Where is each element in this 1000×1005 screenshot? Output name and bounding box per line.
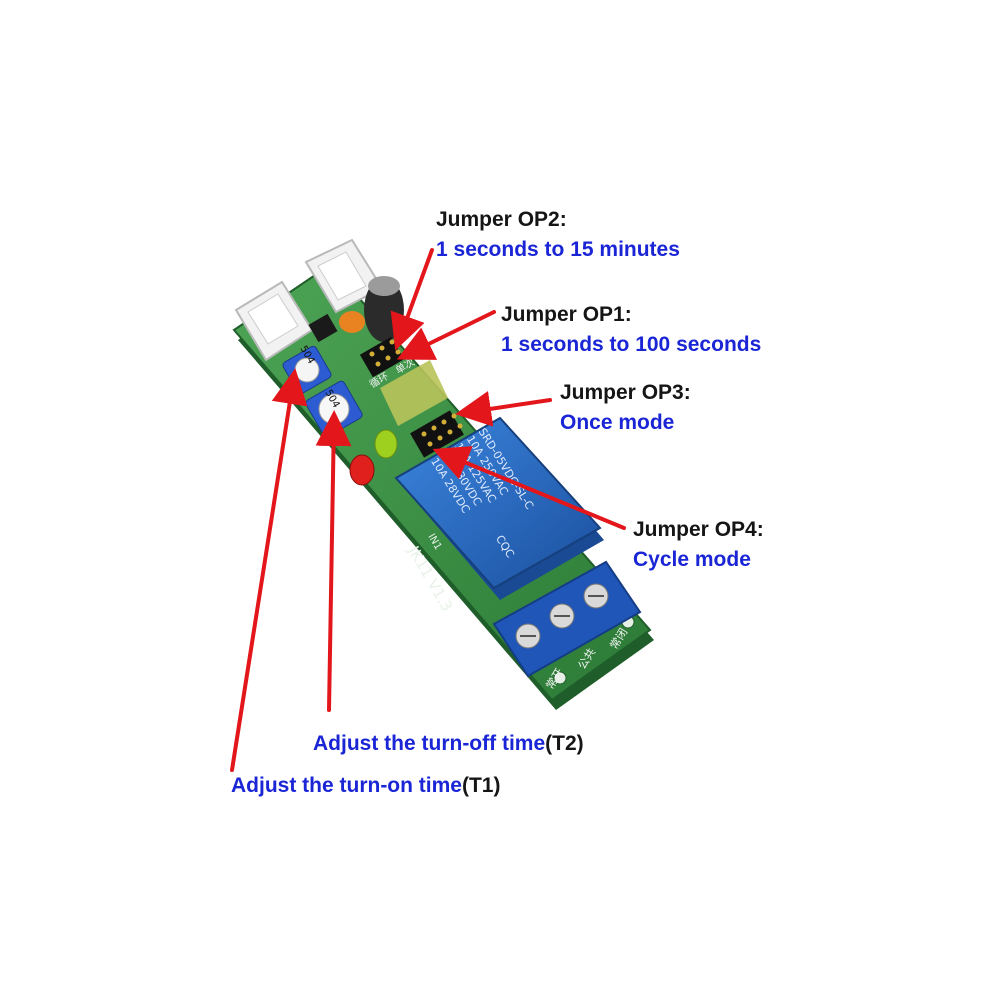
callout-t1-desc: Adjust the turn-on time	[231, 774, 462, 797]
callout-turn-off-time: Adjust the turn-off time(T2)	[313, 732, 584, 756]
callout-op3-desc: Once mode	[560, 411, 675, 435]
callout-t1-tag: (T1)	[461, 774, 501, 797]
red-arrow-icon	[455, 391, 552, 427]
red-arrow-icon	[230, 368, 308, 772]
callout-op3-title: Jumper OP3:	[560, 381, 691, 404]
callout-jumper-op3: Jumper OP3: Once mode	[560, 378, 691, 439]
transistor	[308, 313, 338, 343]
callout-t2-desc: Adjust the turn-off time	[313, 732, 546, 755]
callout-jumper-op2: Jumper OP2: 1 seconds to 15 minutes	[436, 205, 680, 266]
red-arrow-icon	[390, 248, 434, 351]
ceramic-capacitor	[339, 311, 365, 333]
capacitor	[364, 276, 404, 342]
callout-op2-title: Jumper OP2:	[436, 208, 567, 231]
input-connector-left	[234, 280, 314, 362]
green-led-icon	[374, 429, 398, 459]
callout-jumper-op4: Jumper OP4: Cycle mode	[633, 515, 764, 576]
jumper-header-op3-op4	[410, 410, 464, 458]
callout-op4-desc: Cycle mode	[633, 548, 751, 572]
red-arrow-icon	[315, 410, 352, 712]
ic-chip	[380, 360, 448, 426]
callout-op2-desc: 1 seconds to 15 minutes	[436, 238, 680, 262]
callout-turn-on-time: Adjust the turn-on time(T1)	[231, 774, 500, 798]
callout-op1-title: Jumper OP1:	[501, 303, 632, 326]
callout-op4-title: Jumper OP4:	[633, 518, 764, 541]
red-arrow-icon	[396, 310, 496, 360]
red-arrow-icon	[432, 446, 626, 530]
callout-op1-desc: 1 seconds to 100 seconds	[501, 333, 762, 357]
annotation-arrows	[230, 248, 626, 772]
callout-t2-tag: (T2)	[545, 732, 584, 755]
callout-jumper-op1: Jumper OP1: 1 seconds to 100 seconds	[501, 300, 761, 361]
red-led-icon	[349, 454, 375, 486]
input-connector-top	[304, 238, 384, 314]
